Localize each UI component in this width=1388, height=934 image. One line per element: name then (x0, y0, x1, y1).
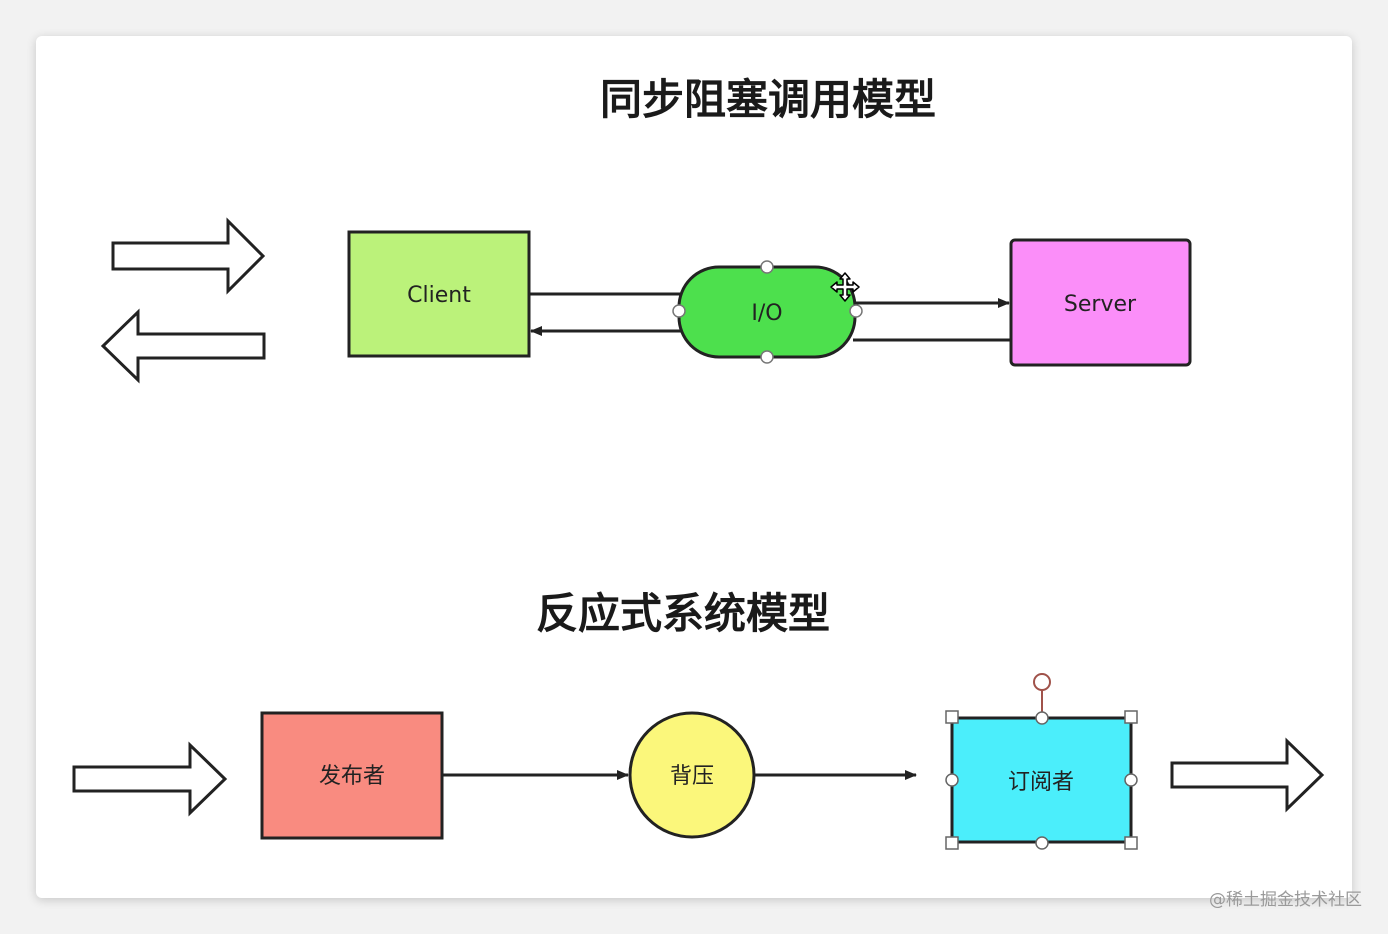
publisher-label: 发布者 (319, 764, 385, 789)
backpressure-label: 背压 (670, 764, 714, 789)
server-box[interactable] (1009, 238, 1192, 367)
sync-model-title: 同步阻塞调用模型 (600, 75, 936, 124)
selection-handle-left[interactable] (672, 304, 686, 318)
selection-handle-right[interactable] (849, 304, 863, 318)
resize-handle-top[interactable] (1035, 711, 1049, 725)
selection-handle-top[interactable] (760, 260, 774, 274)
rotate-handle[interactable] (1033, 673, 1051, 691)
client-label: Client (407, 283, 471, 308)
client-box[interactable] (347, 230, 531, 358)
resize-handle-bottom[interactable] (1035, 836, 1049, 850)
resize-handle-top-left[interactable] (945, 710, 959, 724)
publisher-box[interactable] (260, 711, 444, 840)
selection-handle-bottom[interactable] (760, 350, 774, 364)
output-block-arrow-icon (1170, 737, 1325, 813)
io-label: I/O (751, 301, 782, 326)
backpressure-node[interactable] (628, 711, 756, 839)
resize-handle-bottom-left[interactable] (945, 836, 959, 850)
resize-handle-top-right[interactable] (1124, 710, 1138, 724)
watermark: @稀土掘金技术社区 (1209, 890, 1362, 910)
subscriber-label: 订阅者 (1008, 770, 1074, 795)
resize-handle-bottom-right[interactable] (1124, 836, 1138, 850)
input-block-arrow-icon (72, 741, 228, 817)
resize-handle-left[interactable] (945, 773, 959, 787)
resize-handle-right[interactable] (1124, 773, 1138, 787)
left-block-arrow-icon (100, 308, 266, 384)
move-cursor-icon (830, 272, 860, 302)
right-block-arrow-icon (111, 217, 266, 295)
server-label: Server (1064, 292, 1137, 317)
reactive-model-title: 反应式系统模型 (536, 589, 830, 638)
